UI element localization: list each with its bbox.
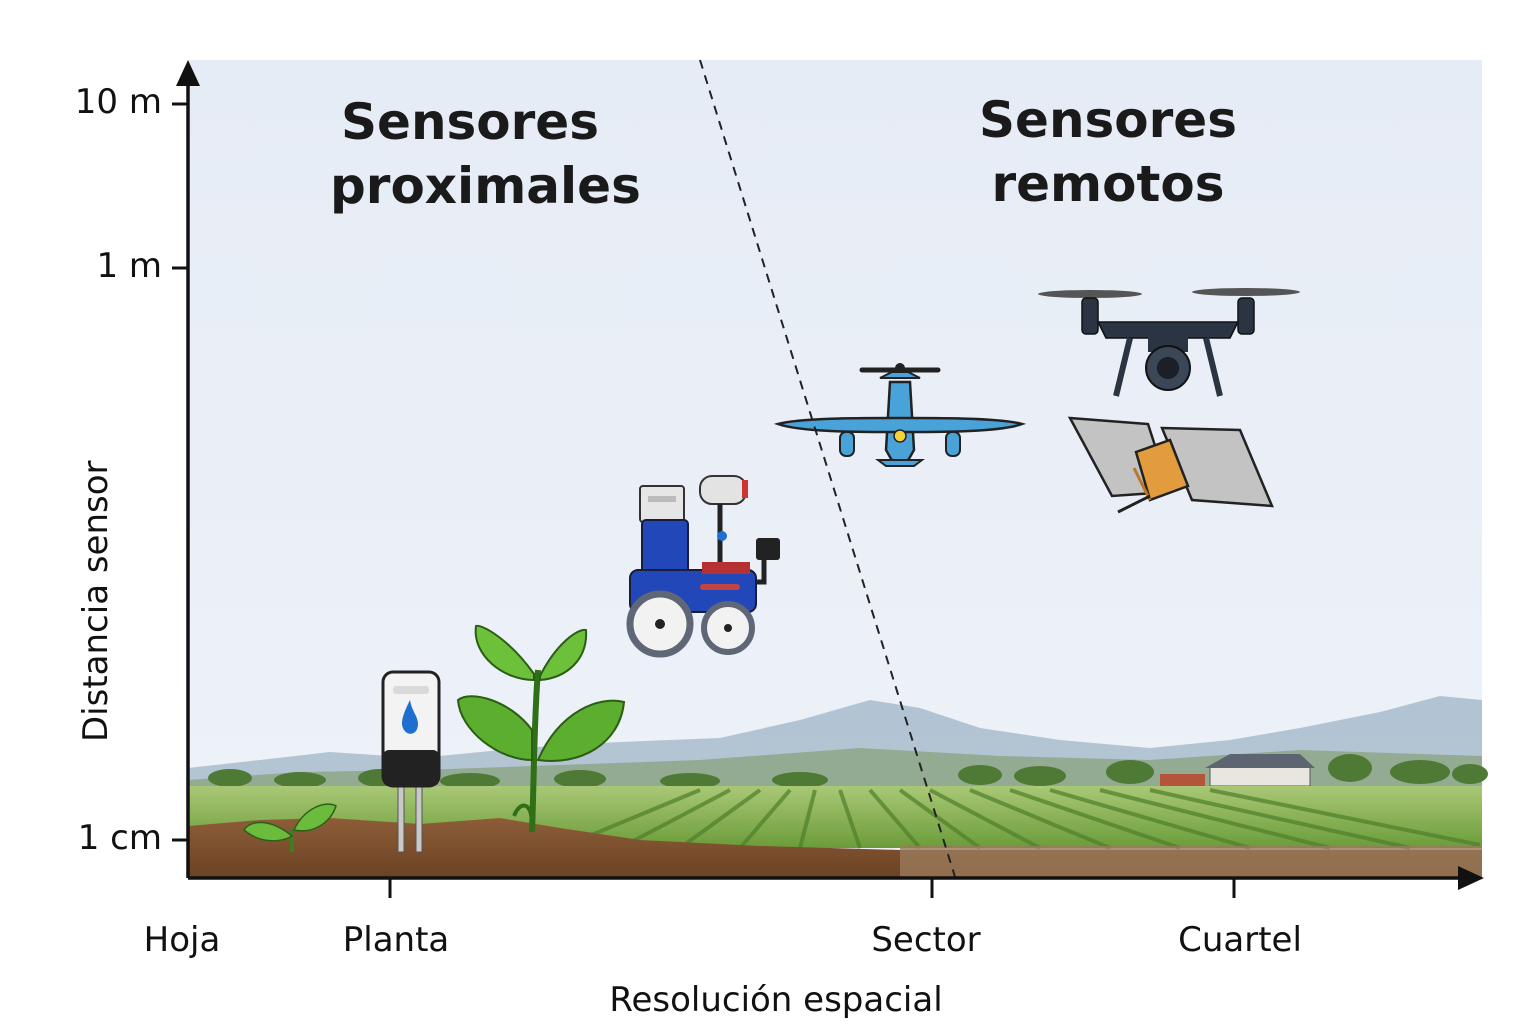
farmhouse-icon [1160, 754, 1315, 787]
x-tick-label-planta: Planta [342, 920, 450, 960]
y-tick-label-1cm: 1 cm [77, 818, 162, 858]
proximal-title-line2: proximales [330, 157, 641, 215]
remote-title-line2: remotos [991, 155, 1225, 213]
y-axis-title: Distancia sensor [76, 460, 116, 742]
proximal-title-line1: Sensores [341, 93, 599, 151]
soil-moisture-sensor-icon [381, 670, 441, 853]
y-tick-label-10m: 10 m [74, 82, 162, 122]
x-tick-label-hoja: Hoja [143, 920, 221, 960]
x-tick-label-sector: Sector [871, 920, 981, 960]
soil-strip-right [900, 846, 1482, 878]
ground-robot-icon [626, 475, 780, 658]
remote-sensors-title: Sensores remotos [968, 88, 1248, 216]
x-tick-label-cuartel: Cuartel [1178, 920, 1302, 960]
y-tick-label-1m: 1 m [96, 246, 162, 286]
satellite-icon [1067, 416, 1274, 514]
plant-icon [456, 624, 626, 833]
drone-icon [1038, 288, 1300, 397]
x-axis-arrow [1458, 866, 1484, 890]
proximal-sensors-title: Sensores proximales [330, 90, 641, 218]
seedling-icon [243, 803, 337, 852]
airplane-icon [773, 363, 1027, 467]
remote-title-line1: Sensores [979, 91, 1237, 149]
x-axis-title: Resolución espacial [609, 980, 943, 1020]
y-axis-arrow [176, 60, 200, 86]
crop-rows [559, 788, 1481, 850]
mountains-near [188, 748, 1482, 795]
